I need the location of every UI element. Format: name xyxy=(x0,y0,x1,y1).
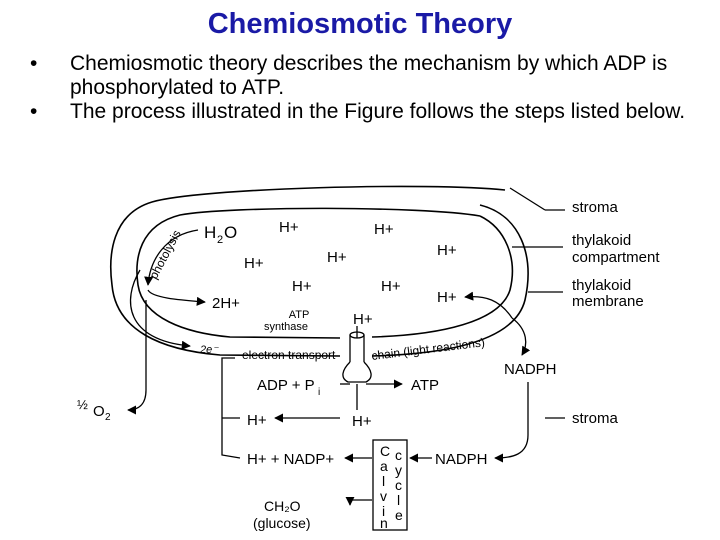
label-h-plus: H+ xyxy=(279,219,299,236)
glucose-arrow xyxy=(345,496,372,506)
stroma-leader-diag xyxy=(509,187,546,211)
cycle-letter: l xyxy=(397,492,400,508)
label-chain-light-reactions: chain (light reactions) xyxy=(371,335,486,363)
label-water-sub: 2 xyxy=(217,234,223,246)
label-half: ½ xyxy=(77,397,88,412)
label-h-plus: H+ xyxy=(244,255,264,272)
label-h-plus: H+ xyxy=(374,221,394,238)
label-adp-pi: ADP + P xyxy=(257,377,315,394)
label-water-o: O xyxy=(224,223,237,242)
label-oxygen-sub: 2 xyxy=(105,412,111,423)
bullet-symbol: • xyxy=(30,100,38,123)
bullet-symbol: • xyxy=(30,52,38,75)
label-water-h: H xyxy=(204,223,216,242)
calvin-letter: n xyxy=(380,515,388,531)
label-photolysis: photolysis xyxy=(146,228,183,282)
label-nadph-right: NADPH xyxy=(504,361,557,378)
bullet-text: Chemiosmotic theory describes the mechan… xyxy=(70,52,668,99)
label-two-h-plus: 2H+ xyxy=(212,295,240,312)
label-pi-sub: i xyxy=(318,387,320,398)
label-two-electrons: 2e⁻ xyxy=(199,344,219,356)
label-nadph-mid: NADPH xyxy=(435,451,488,468)
label-thylakoid-compartment-2: compartment xyxy=(572,249,660,266)
cycle-letter: c xyxy=(395,477,402,493)
label-atp-synthase-2: synthase xyxy=(264,321,308,333)
bullet-text: The process illustrated in the Figure fo… xyxy=(70,100,686,123)
oxygen-arrow xyxy=(127,300,147,415)
label-h-plus: H+ xyxy=(327,249,347,266)
nadph-down-arrow xyxy=(494,382,529,463)
label-h-plus: H+ xyxy=(437,289,457,306)
two-h-arrow xyxy=(147,289,206,306)
thylakoid-membrane-outer-right xyxy=(371,204,529,357)
calvin-letter: v xyxy=(380,488,387,504)
label-h-plus: H+ xyxy=(292,278,312,295)
label-ch2o: CH₂O xyxy=(264,498,301,514)
label-h-plus-stroma: H+ xyxy=(247,412,267,429)
label-h-plus: H+ xyxy=(381,278,401,295)
calvin-cycle-box xyxy=(372,439,408,531)
left-loop-line xyxy=(221,357,241,459)
label-thylakoid-compartment: thylakoid xyxy=(572,232,631,249)
label-thylakoid-membrane: thylakoid xyxy=(572,277,631,294)
cycle-letter: y xyxy=(395,462,402,478)
calvin-letter: C xyxy=(380,443,390,459)
thylakoid-membrane-inner xyxy=(136,207,481,339)
cycle-letter: e xyxy=(395,507,403,523)
bullet-item: • Chemiosmotic theory describes the mech… xyxy=(30,52,710,100)
label-atp: ATP xyxy=(411,377,439,394)
thylakoid-membrane-inner-right xyxy=(371,215,514,338)
label-h-plus-synthase-out: H+ xyxy=(352,413,372,430)
label-thylakoid-membrane-2: membrane xyxy=(572,293,644,310)
atp-synthase-icon xyxy=(342,331,372,383)
label-electron-transport: electron transport xyxy=(242,348,336,362)
label-h-plus: H+ xyxy=(437,242,457,259)
photolysis-arrow xyxy=(144,229,199,286)
calvin-letter: a xyxy=(380,458,388,474)
h-in-arrow xyxy=(464,291,513,319)
label-oxygen: O xyxy=(93,403,105,420)
bullet-list: • Chemiosmotic theory describes the mech… xyxy=(30,52,710,124)
label-stroma-top: stroma xyxy=(572,199,619,216)
nadph-arrow xyxy=(511,317,531,356)
bullet-item: • The process illustrated in the Figure … xyxy=(30,100,710,124)
label-atp-synthase: ATP xyxy=(289,309,310,321)
label-h-plus: H+ xyxy=(353,311,373,328)
cycle-letter: c xyxy=(395,447,402,463)
label-stroma-bottom: stroma xyxy=(572,410,619,427)
label-h-nadp: H+ + NADP+ xyxy=(247,451,334,468)
electron-arrow xyxy=(129,269,191,350)
calvin-letter: l xyxy=(382,473,385,489)
label-glucose: (glucose) xyxy=(253,515,311,531)
slide-title: Chemiosmotic Theory xyxy=(207,8,513,40)
calvin-letter: i xyxy=(382,503,385,519)
